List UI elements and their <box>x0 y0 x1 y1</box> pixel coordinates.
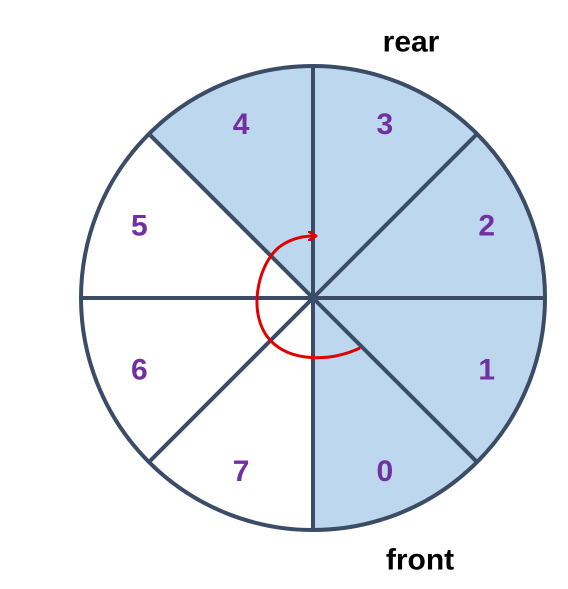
sector-divider <box>311 296 479 464</box>
rotation-arrow <box>255 236 361 360</box>
front-pointer-label: front <box>386 544 454 577</box>
slot-index-3: 3 <box>377 108 394 141</box>
queue-slot-2 <box>313 133 545 298</box>
sector-divider <box>147 296 315 464</box>
sector-dividers <box>81 66 545 530</box>
queue-slot-7 <box>148 298 313 530</box>
slot-index-1: 1 <box>478 353 495 386</box>
rear-pointer-label: rear <box>383 26 440 59</box>
queue-slot-3 <box>313 66 478 298</box>
queue-outline <box>79 64 547 532</box>
slot-index-0: 0 <box>377 455 394 488</box>
slot-labels: 0 1 2 3 4 5 6 7 <box>131 108 495 488</box>
slot-index-7: 7 <box>233 455 250 488</box>
queue-slot-5 <box>81 133 313 298</box>
sector-divider <box>147 132 315 300</box>
sector-divider <box>311 132 479 300</box>
slot-index-2: 2 <box>478 210 495 243</box>
queue-sectors <box>81 65 545 530</box>
slot-index-5: 5 <box>131 210 148 243</box>
slot-index-4: 4 <box>233 108 250 141</box>
queue-slot-1 <box>313 298 545 463</box>
queue-slot-0 <box>313 298 478 530</box>
queue-slot-4 <box>148 65 313 298</box>
slot-index-6: 6 <box>131 353 148 386</box>
queue-slot-6 <box>81 298 313 463</box>
